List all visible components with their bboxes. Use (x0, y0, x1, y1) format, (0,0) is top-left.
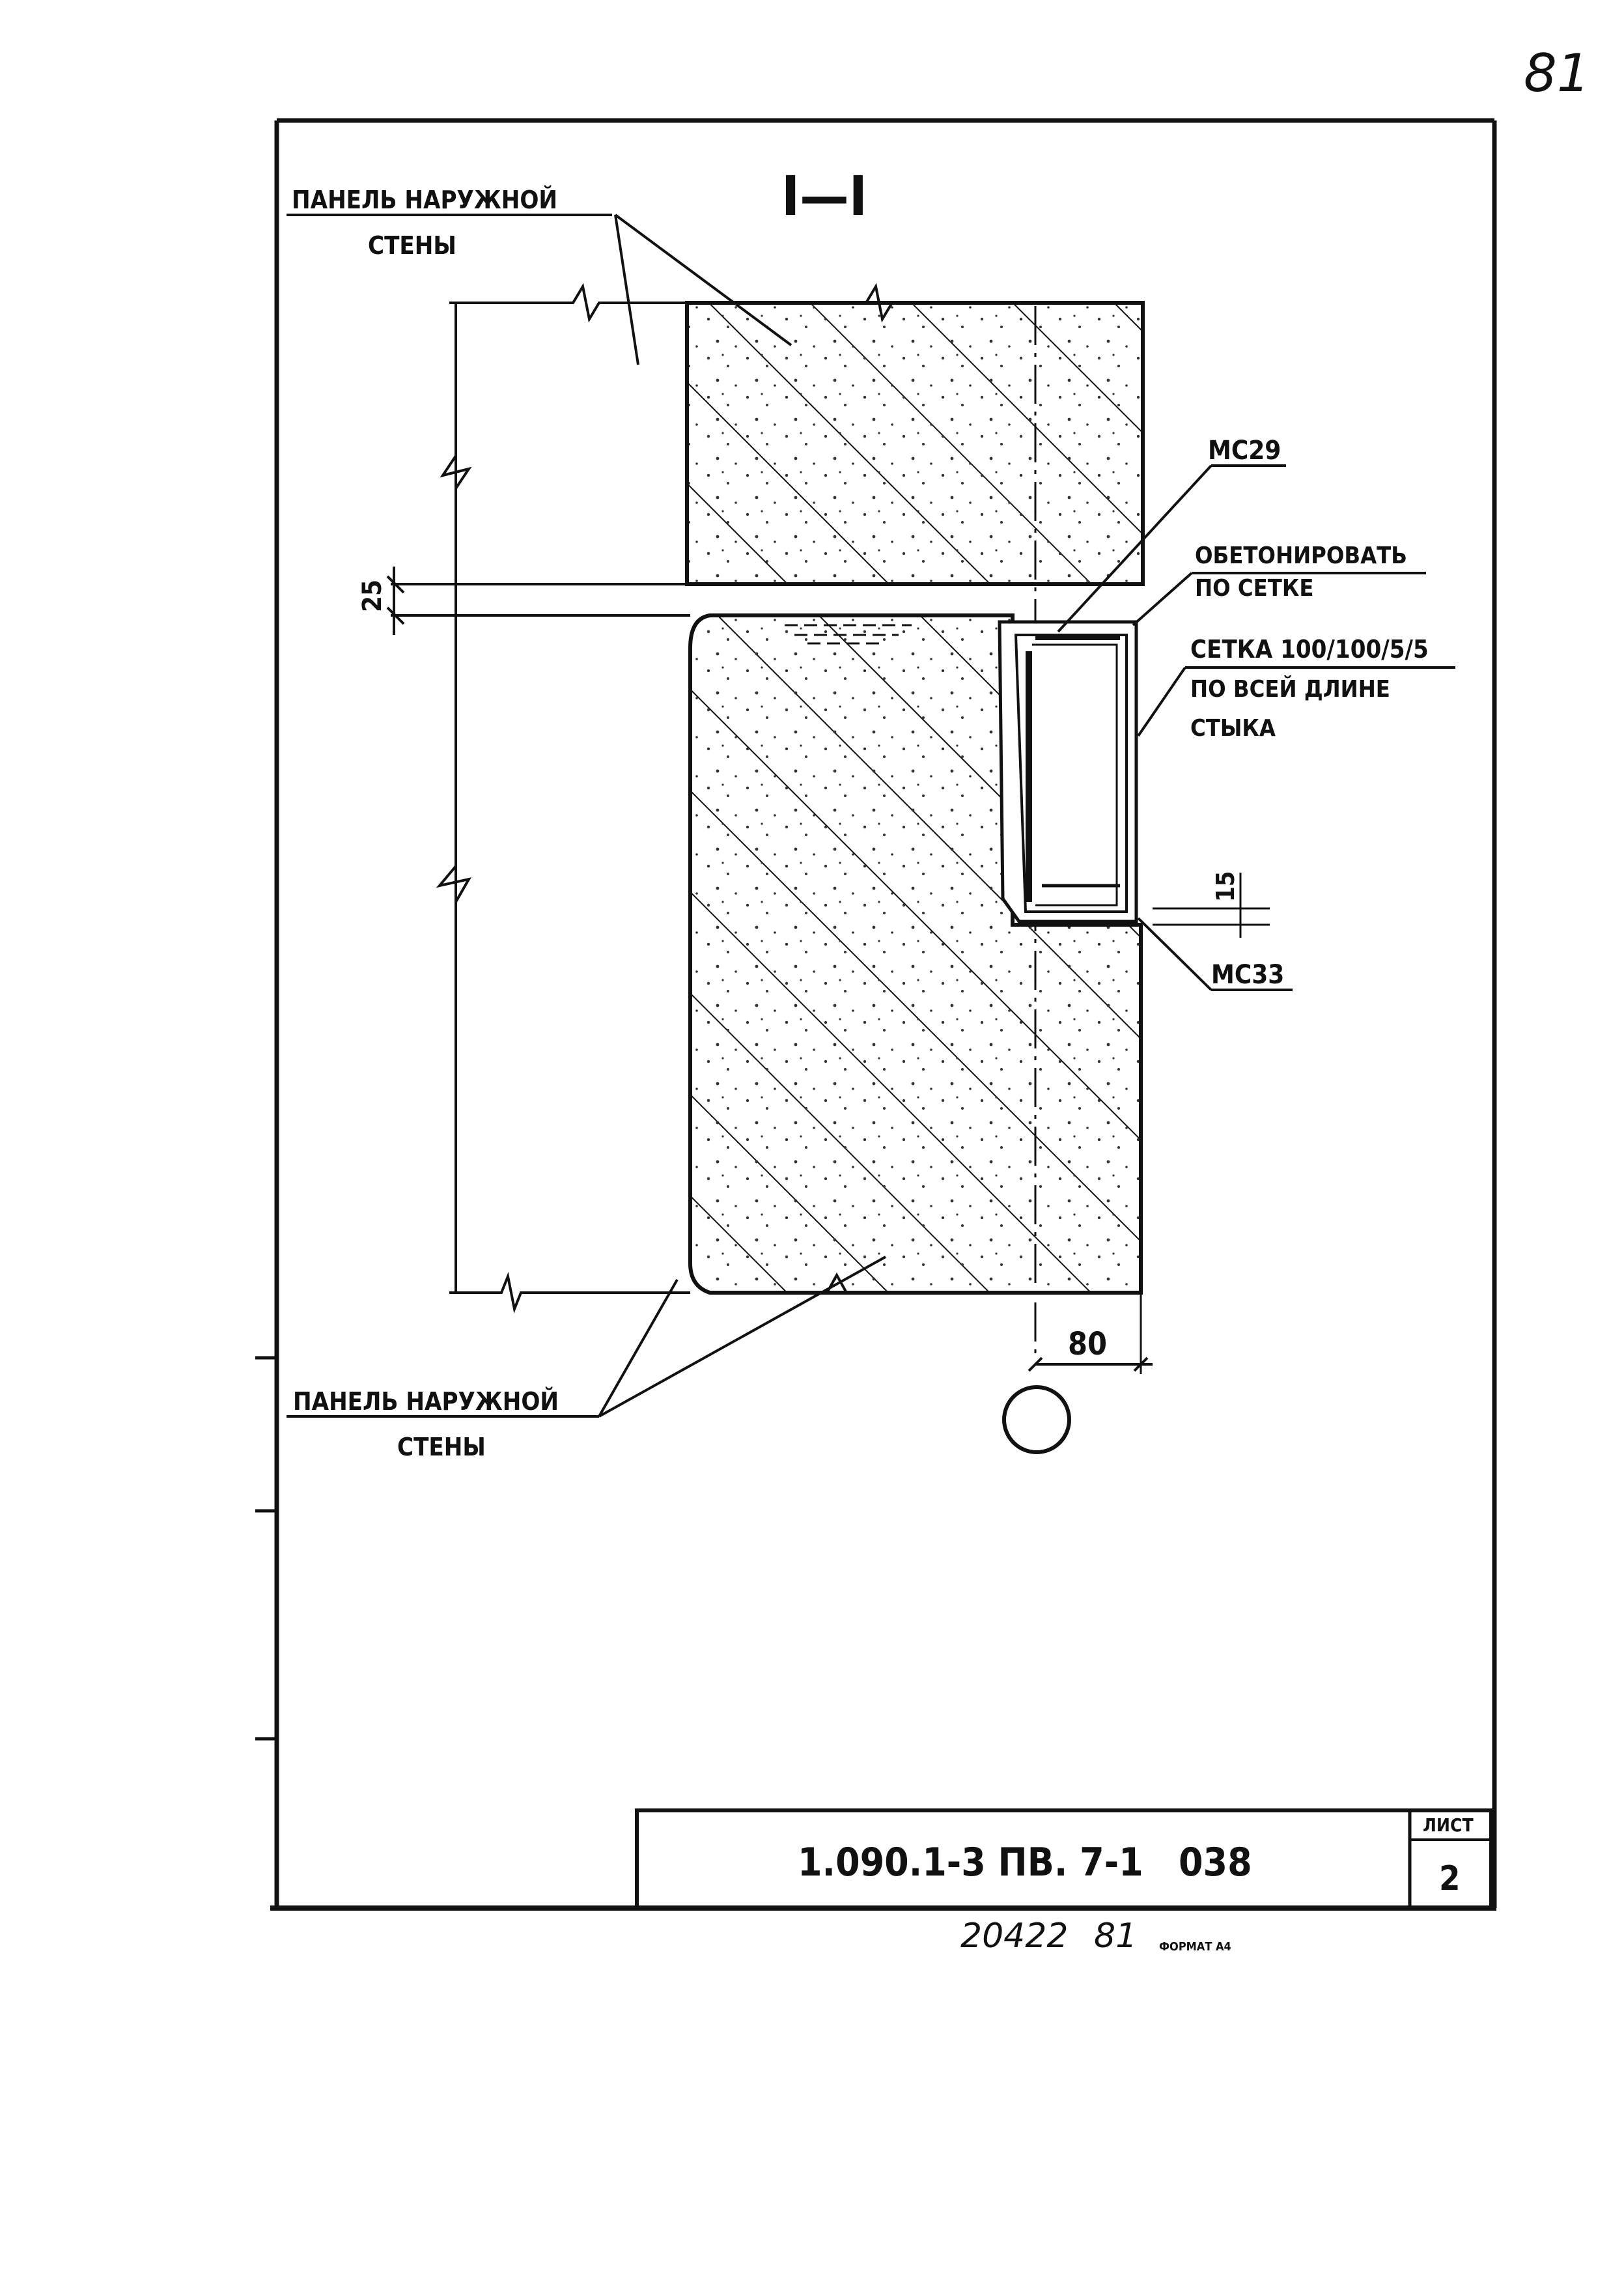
axis-offset-dimension (1028, 1293, 1153, 1374)
axis-offset-value: 80 (1068, 1326, 1107, 1362)
left-dimension (386, 303, 690, 1293)
title-block (635, 1808, 1493, 1910)
upper-panel (449, 283, 1145, 586)
mc29-label: МС29 (1208, 436, 1281, 466)
footer-page-ref: 81 (1094, 1917, 1137, 1956)
panel-top-label-line1: ПАНЕЛЬ НАРУЖНОЙ (292, 186, 557, 214)
gap-dimension: 25 (357, 580, 387, 612)
mc33-label: МС33 (1211, 960, 1284, 990)
channel-mc33 (998, 620, 1138, 923)
concrete-label-line2: ПО СЕТКЕ (1195, 575, 1314, 602)
document-number: 038 (1179, 1840, 1252, 1885)
offset-dimension-value: 15 (1211, 871, 1240, 902)
sheet-number: 2 (1439, 1859, 1461, 1898)
offset-dimension (1153, 873, 1270, 938)
axis-marker-circle (1002, 1385, 1071, 1454)
panel-top-label-line2: СТЕНЫ (368, 231, 456, 260)
panel-bottom-label-line1: ПАНЕЛЬ НАРУЖНОЙ (293, 1387, 559, 1416)
mesh-label-line1: СЕТКА 100/100/5/5 (1190, 635, 1429, 664)
footer-format: ФОРМАТ А4 (1159, 1940, 1231, 1954)
page-number: 81 (1524, 43, 1590, 104)
panel-bottom-label-line2: СТЕНЫ (397, 1433, 486, 1461)
mesh-label-line3: СТЫКА (1190, 715, 1276, 742)
mesh-label-line2: ПО ВСЕЙ ДЛИНЕ (1190, 675, 1390, 703)
sheet-label: ЛИСТ (1423, 1814, 1474, 1836)
footer-inventory: 20422 (960, 1917, 1068, 1956)
document-code: 1.090.1-3 ПВ. 7-1 (798, 1840, 1143, 1885)
lower-panel (449, 613, 1143, 1314)
section-title: I—I (781, 164, 867, 228)
concrete-label-line1: ОБЕТОНИРОВАТЬ (1195, 542, 1407, 569)
leader-lines (287, 214, 1455, 1418)
